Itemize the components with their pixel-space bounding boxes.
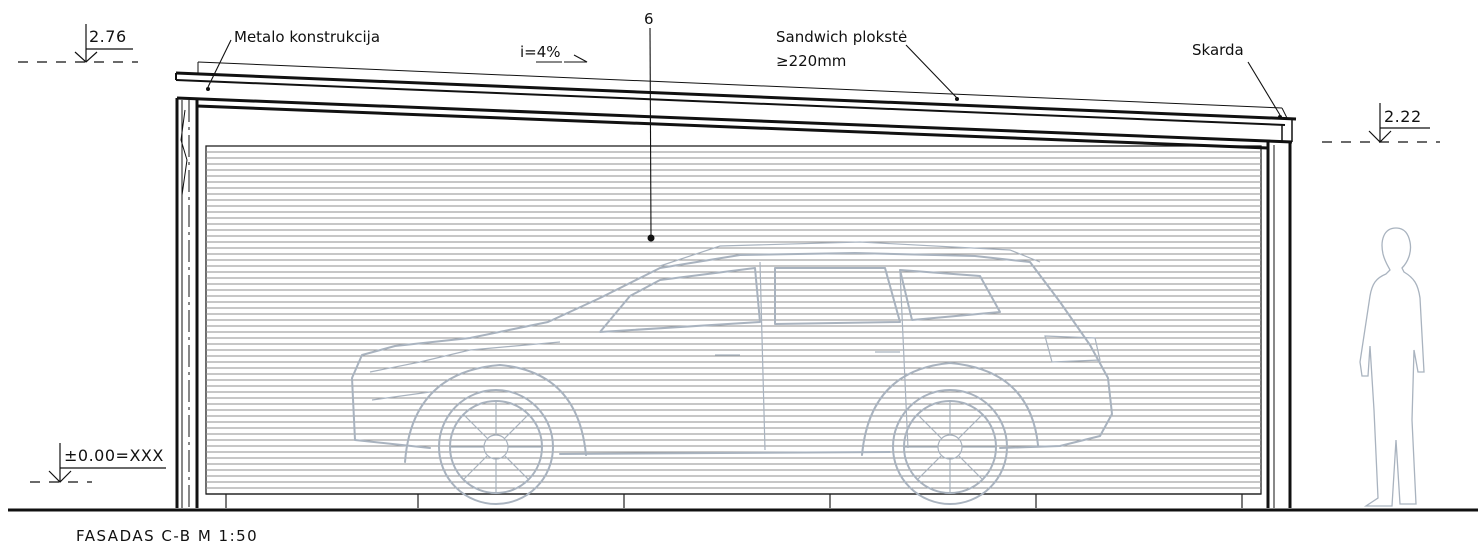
leader-lines — [207, 27, 1281, 237]
leader-dot-steel — [206, 87, 210, 91]
person-silhouette — [1359, 227, 1425, 507]
leader-dot-sandwich — [955, 97, 959, 101]
label-sandwich-thickness: ≥220mm — [776, 52, 846, 70]
leader-dot-flashing — [1278, 115, 1282, 119]
level-marker-top-left — [18, 24, 138, 63]
drawing-title: FASADAS C-B M 1:50 — [76, 527, 258, 545]
level-label-top-right: 2.22 — [1384, 107, 1422, 126]
garage-door — [205, 145, 1262, 508]
car-illustration — [351, 241, 1113, 505]
front-wheel — [438, 389, 554, 505]
steel-structure — [175, 61, 1297, 508]
callout-dot — [647, 234, 655, 242]
door-slats — [206, 151, 1261, 489]
label-steel-structure: Metalo konstrukcija — [234, 28, 380, 46]
callout-number: 6 — [644, 10, 654, 28]
level-marker-ground — [30, 443, 166, 483]
rear-wheel — [892, 389, 1008, 505]
slope-arrow-icon — [536, 54, 588, 63]
level-label-top-left: 2.76 — [89, 27, 127, 46]
door-bottom-rail — [206, 493, 1261, 508]
slope-label: i=4% — [520, 43, 561, 61]
label-sandwich-panel: Sandwich plokstė — [776, 28, 907, 46]
label-flashing: Skarda — [1192, 41, 1244, 59]
level-marker-top-right — [1322, 103, 1440, 143]
level-label-ground: ±0.00=XXX — [64, 446, 164, 465]
